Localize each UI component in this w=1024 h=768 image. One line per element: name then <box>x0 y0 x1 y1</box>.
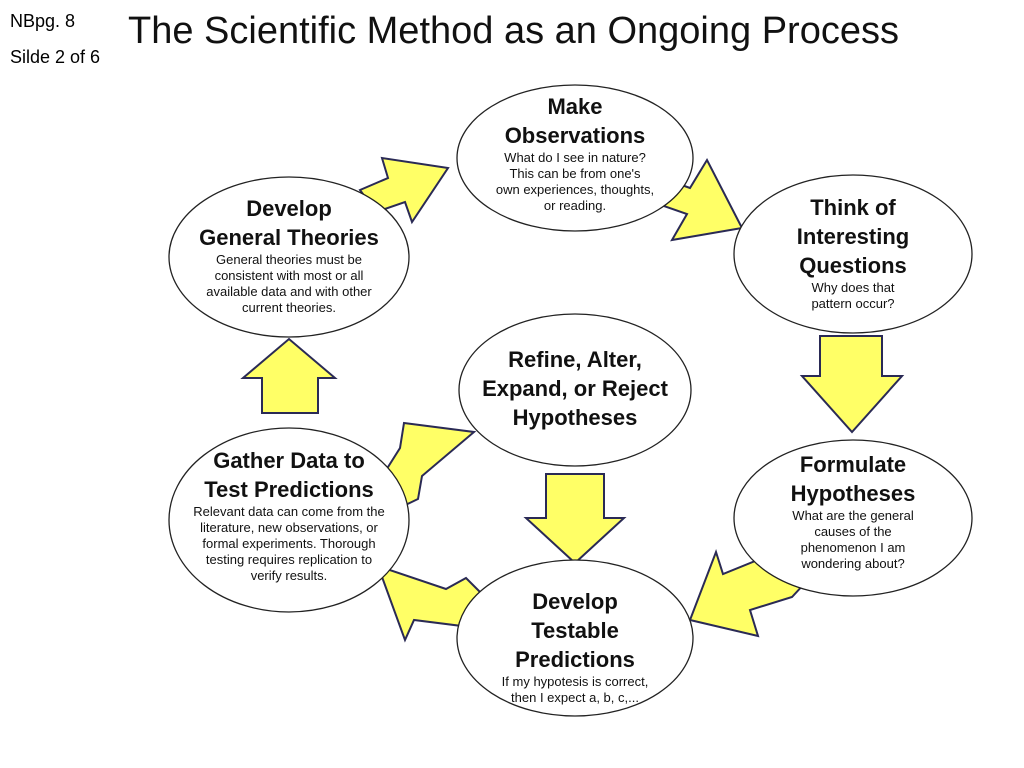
arrow-refine-to-predictions <box>523 473 627 565</box>
slide-title: The Scientific Method as an Ongoing Proc… <box>128 10 899 52</box>
hypotheses-heading: Formulate Hypotheses <box>790 452 916 506</box>
observations-ellipse <box>456 84 694 232</box>
gather-ellipse <box>168 427 410 613</box>
arrow-questions-to-hypotheses <box>799 335 905 434</box>
gather-heading: Gather Data to Test Predictions <box>204 448 374 502</box>
predictions-description: If my hypotesis is correct, then I expec… <box>501 674 649 705</box>
node-formulate-hypotheses: Formulate Hypotheses What are the genera… <box>791 450 916 572</box>
node-make-observations: Make Observations What do I see in natur… <box>496 92 654 214</box>
arrow-predictions-to-gather <box>376 564 486 643</box>
questions-description: Why does that pattern occur? <box>811 280 895 311</box>
refine-heading: Refine, Alter, Expand, or Reject Hypothe… <box>482 347 668 430</box>
theories-ellipse <box>168 176 410 338</box>
node-think-of-questions: Think of Interesting Questions Why does … <box>797 193 909 312</box>
theories-description: General theories must be consistent with… <box>206 252 372 315</box>
node-gather-data: Gather Data to Test Predictions Relevant… <box>193 446 385 584</box>
observations-description: What do I see in nature? This can be fro… <box>495 150 655 213</box>
theories-heading: Develop General Theories <box>199 196 379 250</box>
node-refine-hypotheses: Refine, Alter, Expand, or Reject Hypothe… <box>482 345 668 432</box>
arrow-gather-to-theories <box>240 337 338 414</box>
gather-description: Relevant data can come from the literatu… <box>193 504 385 583</box>
predictions-heading: Develop Testable Predictions <box>515 589 635 672</box>
page-reference: NBpg. 8 <box>10 11 76 31</box>
node-testable-predictions: Develop Testable Predictions If my hypot… <box>502 587 649 706</box>
node-general-theories: Develop General Theories General theorie… <box>199 194 379 316</box>
slide-counter: Silde 2 of 6 <box>10 47 101 67</box>
questions-ellipse <box>733 174 973 334</box>
predictions-ellipse <box>456 559 694 717</box>
hypotheses-ellipse <box>733 439 973 597</box>
questions-heading: Think of Interesting Questions <box>796 195 910 278</box>
refine-ellipse <box>458 313 692 467</box>
hypotheses-description: What are the general causes of the pheno… <box>792 508 914 571</box>
observations-heading: Make Observations <box>504 94 646 148</box>
